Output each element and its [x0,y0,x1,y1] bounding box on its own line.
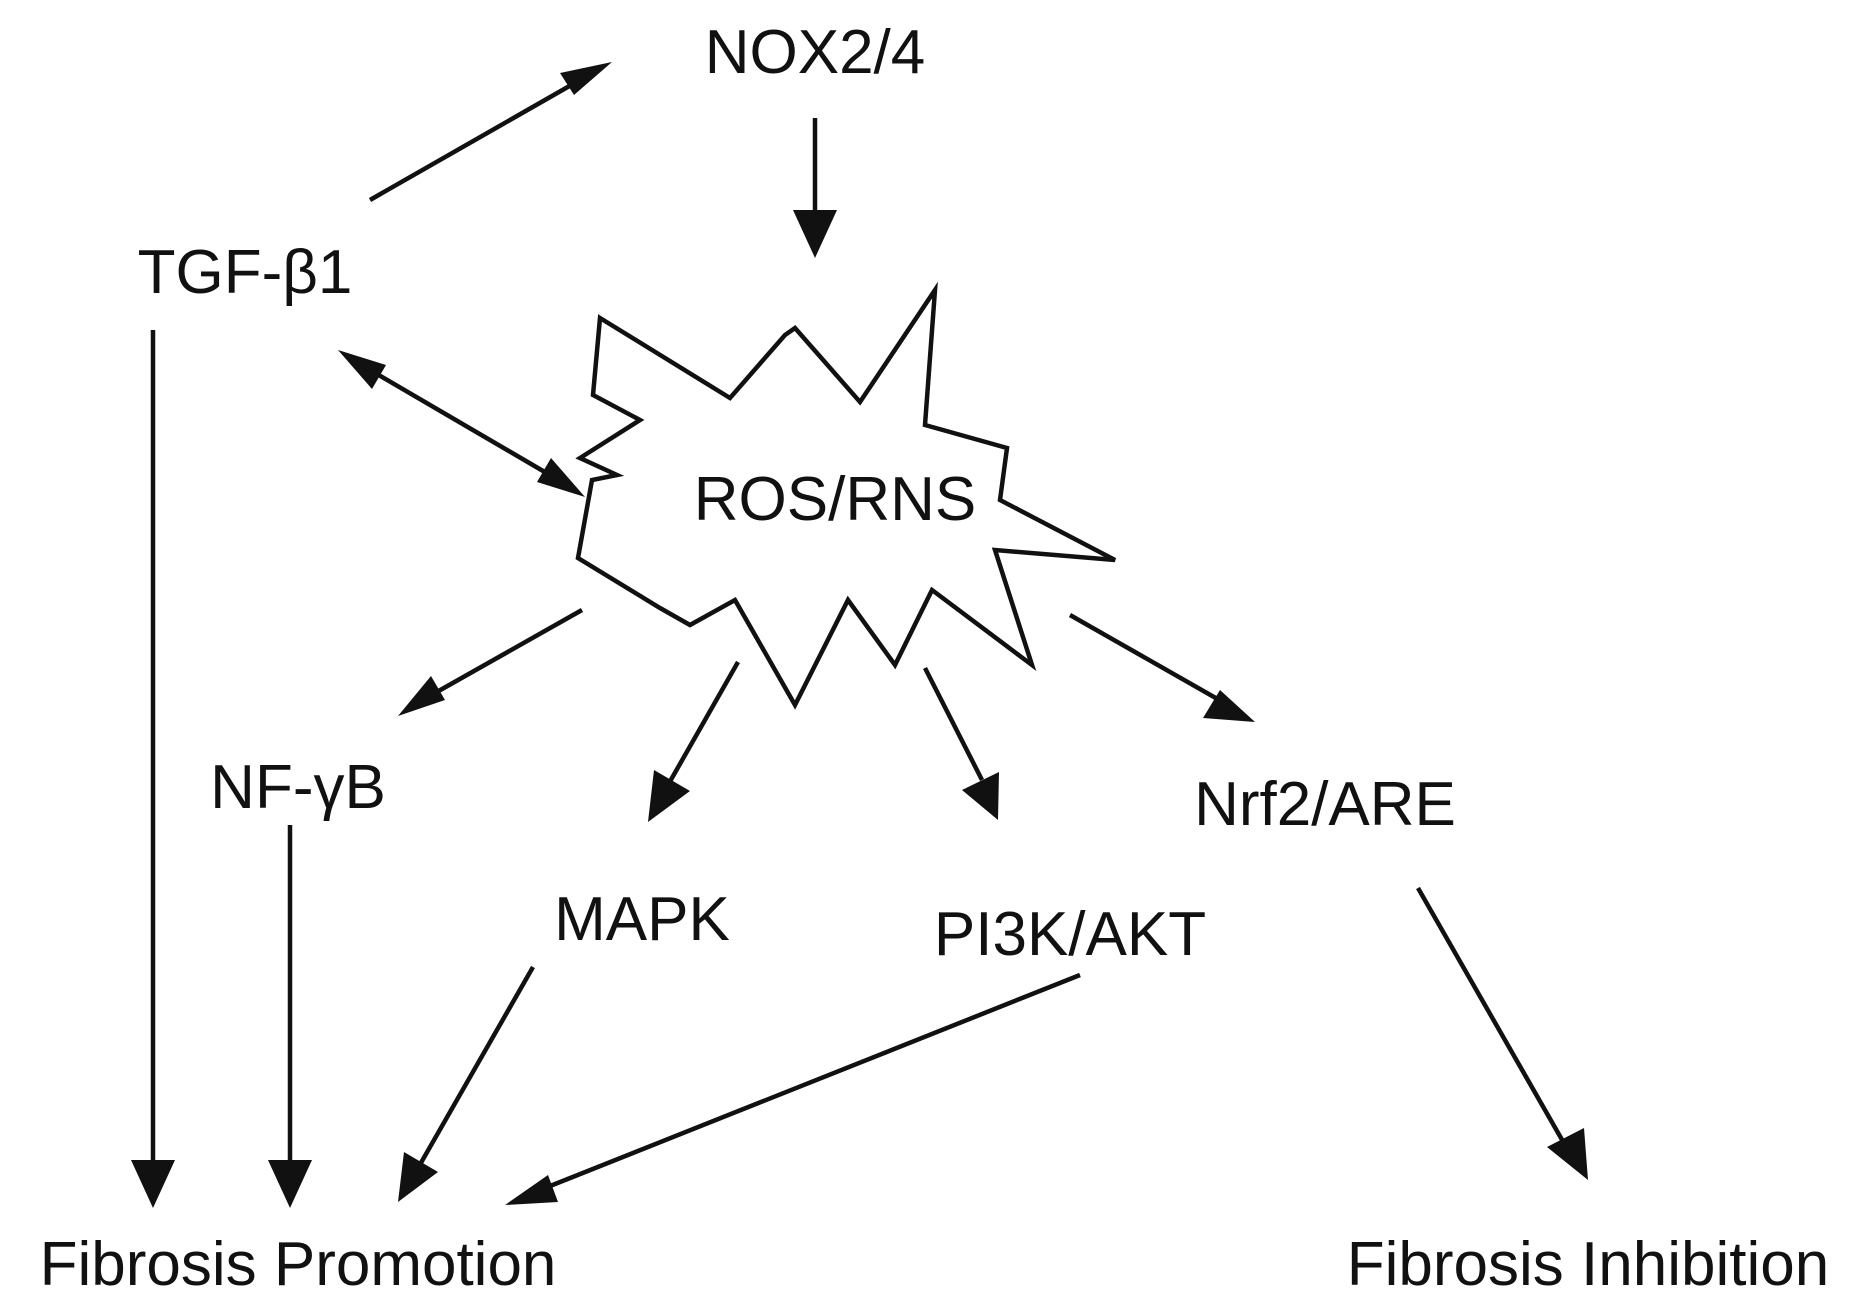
arrowhead-ros-end [537,458,585,497]
arrowhead-promotion-from-tgf [131,1160,175,1208]
node-pi3k: PI3K/AKT [934,900,1206,969]
arrowhead-inhibition [1547,1128,1588,1180]
node-tgf: TGF-β1 [138,238,353,307]
arrowhead-nox [560,62,612,95]
node-nox: NOX2/4 [705,18,926,87]
node-fibrosis-inhibition: Fibrosis Inhibition [1347,1230,1829,1299]
arrowhead-nrf2 [1203,690,1255,722]
arrowhead-ros-from-nox [793,210,837,258]
edge-ros-to-nrf2 [1068,613,1230,707]
arrowhead-promotion-from-mapk [398,1152,438,1202]
node-ros: ROS/RNS [694,465,976,534]
arrowhead-promotion-from-pi3k [505,1175,558,1205]
edge-mapk-to-promotion [416,965,535,1170]
node-nfkb: NF-γB [210,753,386,822]
edge-tgf-to-nox [368,78,582,202]
edge-nrf2-to-inhibition [1416,886,1567,1147]
node-fibrosis-promotion: Fibrosis Promotion [40,1230,557,1299]
arrowhead-mapk [648,770,690,822]
edge-ros-to-pi3k [922,666,985,782]
ros-burst-shape [575,281,1117,710]
edge-ros-to-mapk [666,660,740,787]
node-mapk: MAPK [554,885,730,954]
edge-pi3k-to-promotion [534,972,1081,1195]
arrowhead-nfkb [398,676,445,716]
arrowhead-tgf-end [338,350,386,389]
edge-tgf-ros-bidirectional [363,365,557,480]
arrowhead-pi3k [962,772,999,820]
node-nrf2: Nrf2/ARE [1194,770,1456,839]
arrowhead-promotion-from-nfkb [268,1160,312,1208]
edge-ros-to-nfkb [426,608,584,699]
